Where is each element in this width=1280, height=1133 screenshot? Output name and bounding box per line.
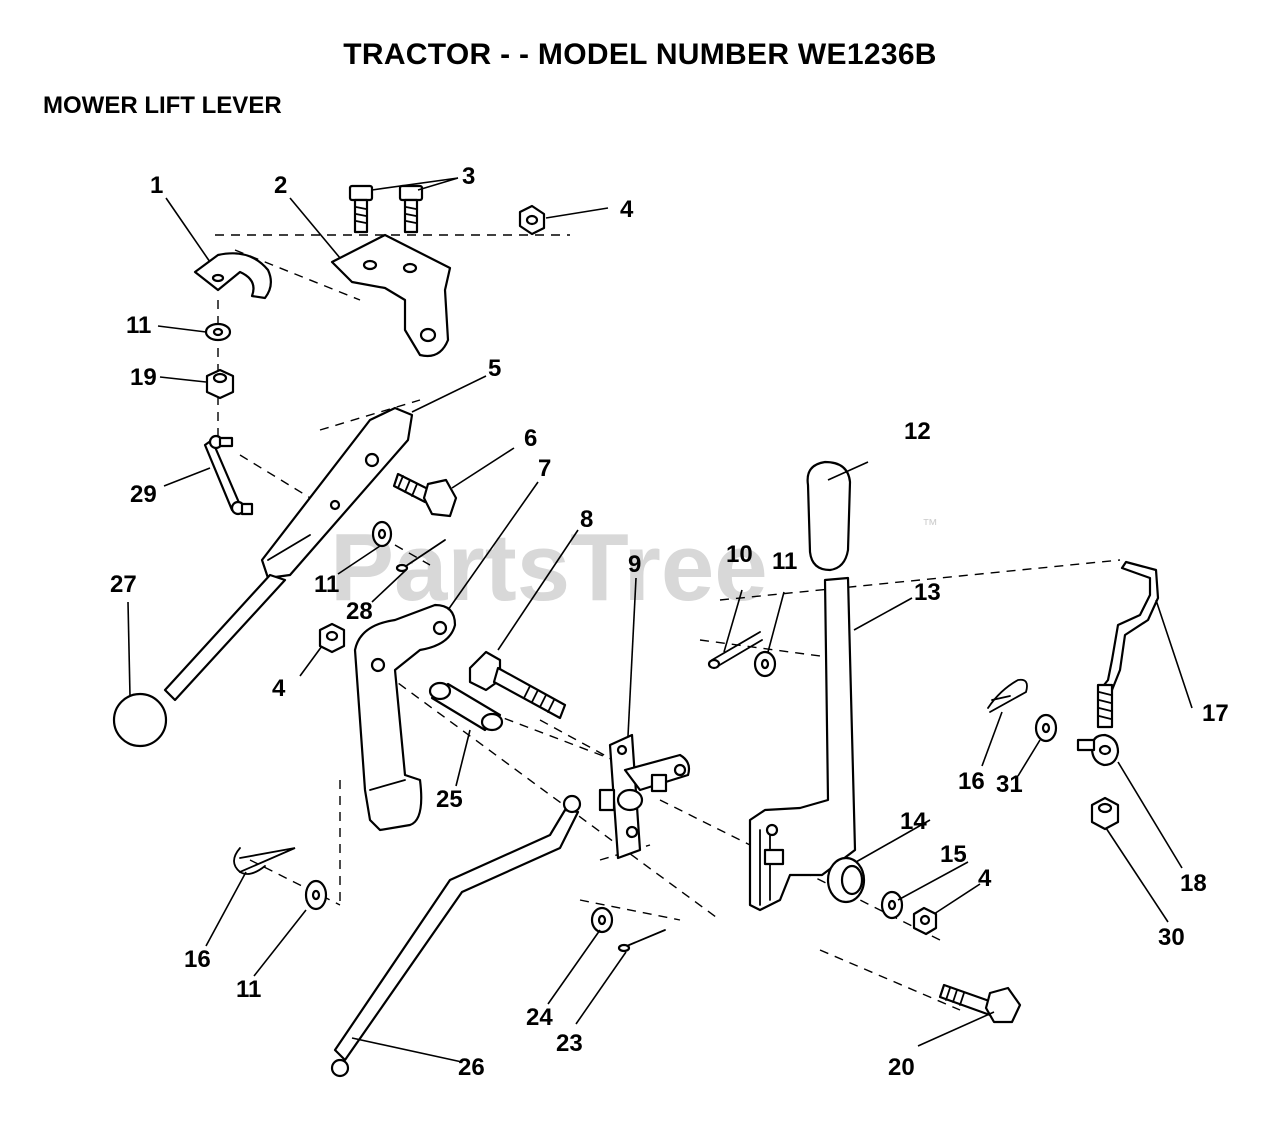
part-1-clip xyxy=(193,252,272,300)
callout-29: 29 xyxy=(130,481,157,508)
part-31-washer xyxy=(1034,713,1058,743)
callout-11-b: 11 xyxy=(314,571,339,598)
part-30-nut xyxy=(1090,796,1120,831)
callout-11-a: 11 xyxy=(126,312,151,339)
callout-14: 14 xyxy=(900,808,927,835)
part-14-bushing xyxy=(826,856,866,904)
page-title: TRACTOR - - MODEL NUMBER WE1236B xyxy=(343,38,937,71)
callout-25: 25 xyxy=(436,786,463,813)
part-4-nut-mid xyxy=(318,622,346,654)
callout-3: 3 xyxy=(462,163,475,190)
callout-10: 10 xyxy=(726,541,753,568)
callout-9: 9 xyxy=(628,551,641,578)
callout-7: 7 xyxy=(538,455,551,482)
part-28-pin xyxy=(395,539,446,573)
part-23-pin xyxy=(617,929,666,953)
callout-6: 6 xyxy=(524,425,537,452)
part-20-bolt xyxy=(938,983,1022,1024)
leader-lines xyxy=(127,177,1193,1063)
callout-23: 23 xyxy=(556,1030,583,1057)
callout-1: 1 xyxy=(150,172,163,199)
callout-11-c: 11 xyxy=(772,548,797,575)
part-25-spacer xyxy=(428,681,504,732)
part-18-swivel xyxy=(1076,733,1120,767)
callout-26: 26 xyxy=(458,1054,485,1081)
part-26-rod xyxy=(330,794,582,1078)
part-24-washer xyxy=(590,906,614,934)
part-8-bolt xyxy=(468,650,567,720)
callout-28: 28 xyxy=(346,598,373,625)
part-11-washer-bottom xyxy=(304,879,328,911)
callout-12: 12 xyxy=(904,418,931,445)
part-3-bolts xyxy=(348,184,424,234)
part-11-washer-left xyxy=(204,322,232,342)
part-2-bracket xyxy=(330,233,452,358)
callout-4-right: 4 xyxy=(978,865,992,892)
part-13-lever xyxy=(748,576,857,912)
part-6-bolt xyxy=(392,472,458,518)
part-4-nut-right xyxy=(912,906,938,936)
callout-19: 19 xyxy=(130,364,157,391)
part-9-pivot-bracket xyxy=(598,733,691,860)
callout-16-right: 16 xyxy=(958,768,985,795)
callout-16-left: 16 xyxy=(184,946,211,973)
part-16-clip-left xyxy=(233,847,296,875)
part-27-rod-knob xyxy=(112,573,287,748)
part-29-link xyxy=(203,434,254,516)
part-19-nut xyxy=(205,368,235,400)
callout-4-mid: 4 xyxy=(272,675,286,702)
part-15-washer xyxy=(880,890,904,920)
part-11-washer-mid xyxy=(371,520,393,548)
callout-18: 18 xyxy=(1180,870,1207,897)
part-11-washer-right xyxy=(753,650,777,678)
callout-5: 5 xyxy=(488,355,501,382)
callout-31: 31 xyxy=(996,771,1023,798)
part-17-rod xyxy=(1096,560,1160,729)
callout-8: 8 xyxy=(580,506,593,533)
part-4-nut-top xyxy=(518,204,546,236)
callout-17: 17 xyxy=(1202,700,1229,727)
part-16-clip-right xyxy=(987,678,1028,713)
callout-24: 24 xyxy=(526,1004,553,1031)
part-12-handle-grip xyxy=(806,460,852,572)
callouts: 1 2 3 4 5 6 7 8 9 10 11 11 11 11 19 12 1… xyxy=(110,163,1229,1081)
callout-2: 2 xyxy=(274,172,287,199)
part-10-cotter-pin xyxy=(707,631,763,670)
callout-27: 27 xyxy=(110,571,137,598)
watermark-tm: ™ xyxy=(922,517,938,534)
section-title: MOWER LIFT LEVER xyxy=(43,92,282,119)
part-7-plate xyxy=(353,603,457,832)
callout-4-top: 4 xyxy=(620,196,634,223)
callout-15: 15 xyxy=(940,841,967,868)
callout-20: 20 xyxy=(888,1054,915,1081)
watermark: PartsTree xyxy=(330,514,768,621)
callout-11-d: 11 xyxy=(236,976,261,1003)
callout-13: 13 xyxy=(914,579,941,606)
callout-30: 30 xyxy=(1158,924,1185,951)
